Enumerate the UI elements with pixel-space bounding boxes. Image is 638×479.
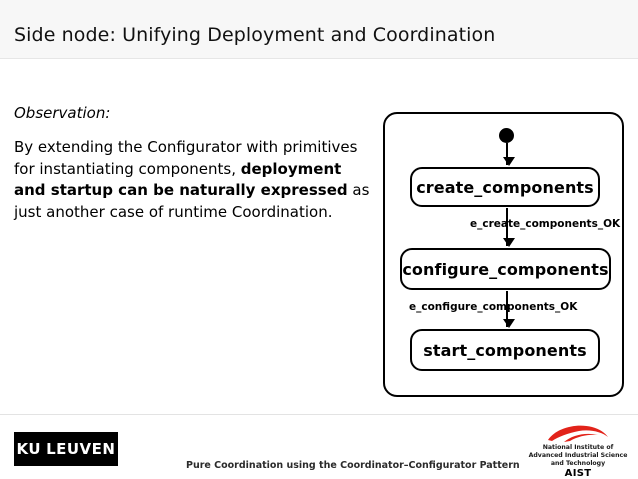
ku-leuven-logo-ku: KU xyxy=(16,440,42,458)
state-machine-diagram: create_components e_create_components_OK… xyxy=(383,112,624,397)
aist-swoosh-icon xyxy=(546,424,610,443)
paragraph-emphasis: deployment and startup can be naturally … xyxy=(14,159,348,200)
aist-subtitle-line-2: Advanced Industrial Science xyxy=(528,451,628,459)
paragraph-segment-1: By extending the Configurator with primi… xyxy=(14,137,358,178)
footer-caption: Pure Coordination using the Coordinator–… xyxy=(186,460,520,471)
transition-label-configure-ok: e_configure_components_OK xyxy=(409,301,578,313)
transition-arrow-initial-icon xyxy=(502,143,515,166)
aist-name: AIST xyxy=(564,468,592,479)
paragraph-segment-2: as just another case of runtime Coordina… xyxy=(14,181,370,221)
aist-subtitle-line-3: and Technology xyxy=(550,459,606,467)
aist-logo: National Institute of Advanced Industria… xyxy=(528,424,628,479)
slide-title-bar: Side node: Unifying Deployment and Coord… xyxy=(0,0,638,59)
page-title: Side node: Unifying Deployment and Coord… xyxy=(14,24,496,46)
ku-leuven-logo: KU LEUVEN xyxy=(14,432,118,466)
transition-arrow-create-to-configure-icon xyxy=(502,208,515,247)
ku-leuven-logo-leuven: LEUVEN xyxy=(46,440,116,458)
state-start-components[interactable]: start_components xyxy=(410,329,600,371)
transition-arrow-configure-to-start-icon xyxy=(502,291,515,328)
aist-subtitle-line-1: National Institute of xyxy=(542,444,614,451)
footer-divider xyxy=(0,414,638,415)
observation-paragraph: By extending the Configurator with primi… xyxy=(14,137,374,224)
initial-state-dot-icon xyxy=(499,128,514,143)
observation-label: Observation: xyxy=(14,104,111,122)
slide-text-column: Observation: By extending the Configurat… xyxy=(14,104,374,224)
state-create-components[interactable]: create_components xyxy=(410,167,600,207)
state-configure-components[interactable]: configure_components xyxy=(400,248,611,290)
transition-label-create-ok: e_create_components_OK xyxy=(470,218,621,230)
